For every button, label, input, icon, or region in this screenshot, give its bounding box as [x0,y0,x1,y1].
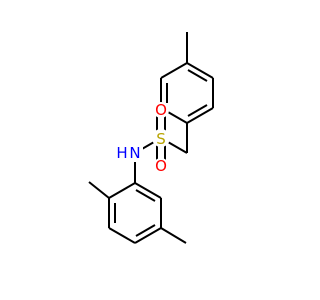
bond-ring-b-6 [108,182,136,199]
oxygen-top-atom-label: O [155,101,167,119]
bond-ring-a-inner-1 [187,69,208,82]
molecule-structure: S O O H N [88,32,214,244]
bond-ring-a-1 [186,62,214,79]
structure-canvas: S O O H N [88,32,214,244]
bond-ring-b-3 [134,227,162,244]
bond-ring-b-1 [134,182,162,199]
bond-layer [88,32,214,244]
sulfur-atom-label: S [156,130,166,148]
bond-ring-b-inner-2 [135,224,156,237]
nitrogen-hydrogen-label: H [116,144,127,162]
sulfur-mask [152,129,170,147]
oxygen-bottom-mask [153,158,169,174]
bond-ring-b-inner-1 [135,189,156,202]
oxygen-bottom-atom-label: O [155,157,167,175]
bond-ring-a-inner-2 [187,104,208,117]
bond-ring-a-6 [160,62,188,79]
nitrogen-atom-label: N [129,144,140,162]
nitrogen-mask [113,144,143,162]
bond-methyl-ortho [88,181,110,199]
bond-ring-b-4 [108,227,136,244]
oxygen-top-mask [153,102,169,118]
bond-ring-a-3 [186,107,214,124]
atom-label-layer: S O O H N [113,101,170,175]
bond-methyl-meta [160,227,187,244]
